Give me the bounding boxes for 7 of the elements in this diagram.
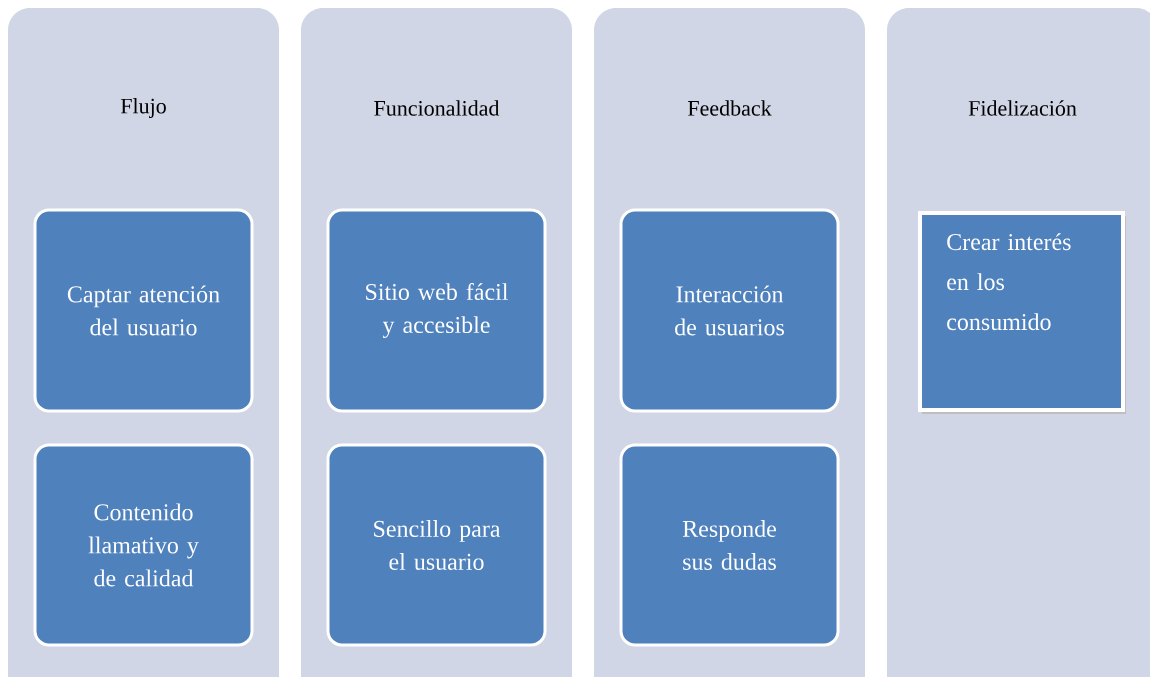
- text-box: Sitio web fácil y accesible: [326, 208, 547, 413]
- text-box: Interacción de usuarios: [619, 208, 840, 413]
- text-box: Captar atención del usuario: [33, 208, 254, 413]
- text-box: Crear interés en los consumido: [918, 211, 1126, 414]
- text-box: Responde sus dudas: [619, 443, 840, 647]
- text-box: Sencillo para el usuario: [326, 443, 547, 647]
- text-box: Contenido llamativo y de calidad: [33, 443, 254, 647]
